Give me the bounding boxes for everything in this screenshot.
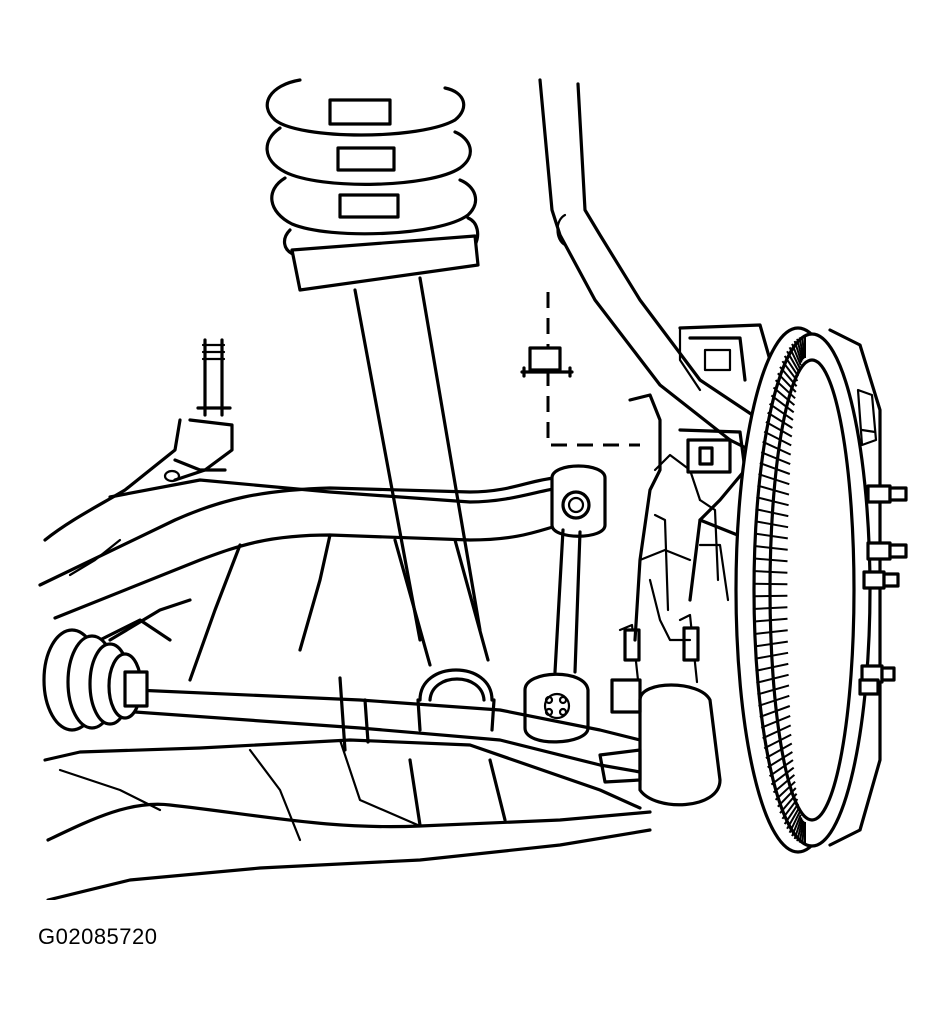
rotor-fin: [779, 366, 798, 387]
steering-knuckle: [628, 393, 754, 642]
rotor-fin: [779, 793, 798, 814]
rotor-fin: [796, 819, 804, 842]
wheel-stud: [866, 541, 908, 561]
rotor-fin: [760, 714, 791, 729]
rotor-fin: [798, 820, 805, 843]
rotor-fin: [760, 451, 791, 466]
rotor-fin: [765, 742, 793, 759]
rotor-fin: [783, 355, 800, 377]
front-suspension-illustration: [38, 78, 908, 900]
rotor-fin: [754, 651, 789, 660]
rotor-fin: [763, 430, 792, 447]
coil-spring: [265, 78, 480, 292]
rotor-fin: [791, 814, 802, 837]
rotor-fin: [798, 337, 805, 360]
rotor-fin: [781, 798, 799, 820]
tie-rod-boot: [42, 628, 149, 732]
rotor-fin: [762, 440, 792, 456]
rotor-fin: [770, 394, 795, 414]
lower-control-arm: [38, 418, 562, 682]
rotor-fin: [772, 774, 796, 794]
rotor-fin: [758, 694, 790, 707]
rotor-fin: [752, 570, 788, 574]
wheel-stud: [860, 664, 896, 684]
mounting-stud: [196, 338, 232, 417]
link-nut: [520, 346, 574, 378]
bushing-clamp: [416, 668, 496, 732]
rotor-fin: [791, 343, 802, 366]
tie-rod: [133, 676, 642, 774]
rotor-fin: [756, 496, 789, 507]
rotor-fin: [755, 508, 789, 518]
rotor-fin: [793, 817, 803, 840]
rotor-fin: [793, 340, 803, 363]
rotor-fin: [754, 520, 789, 529]
rotor-cooling-fins: [752, 336, 806, 844]
rotor-fin: [753, 629, 788, 636]
rotor-fin: [786, 807, 800, 830]
rotor-fin: [765, 421, 793, 438]
rotor-fin: [768, 402, 794, 421]
brake-rotor: [734, 326, 872, 854]
rotor-fin: [777, 787, 797, 808]
rotor-fin: [756, 673, 789, 684]
rotor-fin: [757, 684, 790, 696]
figure-id-label: G02085720: [38, 924, 158, 949]
rotor-fin: [768, 759, 794, 778]
rotor-fin: [801, 336, 806, 359]
wheel-stud: [858, 678, 880, 696]
rotor-fin: [752, 606, 788, 610]
rotor-fin: [788, 811, 801, 834]
rotor-fin: [767, 411, 793, 429]
rotor-fin: [781, 360, 799, 382]
rotor-fin: [770, 766, 795, 786]
rotor-fin: [762, 724, 792, 740]
rotor-fin: [783, 803, 800, 825]
rotor-fin: [801, 821, 806, 844]
rotor-fin: [796, 338, 804, 361]
rotor-fin: [763, 733, 792, 750]
rotor-fin: [757, 484, 790, 496]
stabilizer-link: [523, 464, 607, 744]
strut-body: [353, 276, 507, 827]
rotor-fin: [774, 780, 796, 801]
rotor-fin: [752, 594, 788, 598]
rotor-fin: [753, 557, 788, 563]
rotor-fin: [758, 473, 790, 486]
rotor-fin: [777, 372, 797, 393]
rotor-fin: [753, 544, 788, 551]
rotor-fin: [759, 705, 791, 718]
rotor-fin: [788, 346, 801, 369]
rotor-fin: [752, 582, 788, 586]
wheel-stud: [862, 570, 900, 590]
installation-guide-line: [546, 292, 640, 447]
rotor-fin: [786, 350, 800, 373]
tie-rod-end: [598, 613, 722, 807]
wheel-hub: [828, 328, 908, 847]
rotor-fin: [755, 662, 789, 672]
subframe: [43, 418, 652, 900]
rotor-fin: [753, 640, 788, 648]
wheel-stud: [866, 484, 908, 504]
rotor-fin: [759, 462, 791, 475]
rotor-fin: [753, 532, 788, 540]
rotor-fin: [772, 386, 796, 406]
rotor-fin: [767, 751, 793, 769]
rotor-fin: [753, 617, 788, 623]
rotor-fin: [774, 379, 796, 400]
